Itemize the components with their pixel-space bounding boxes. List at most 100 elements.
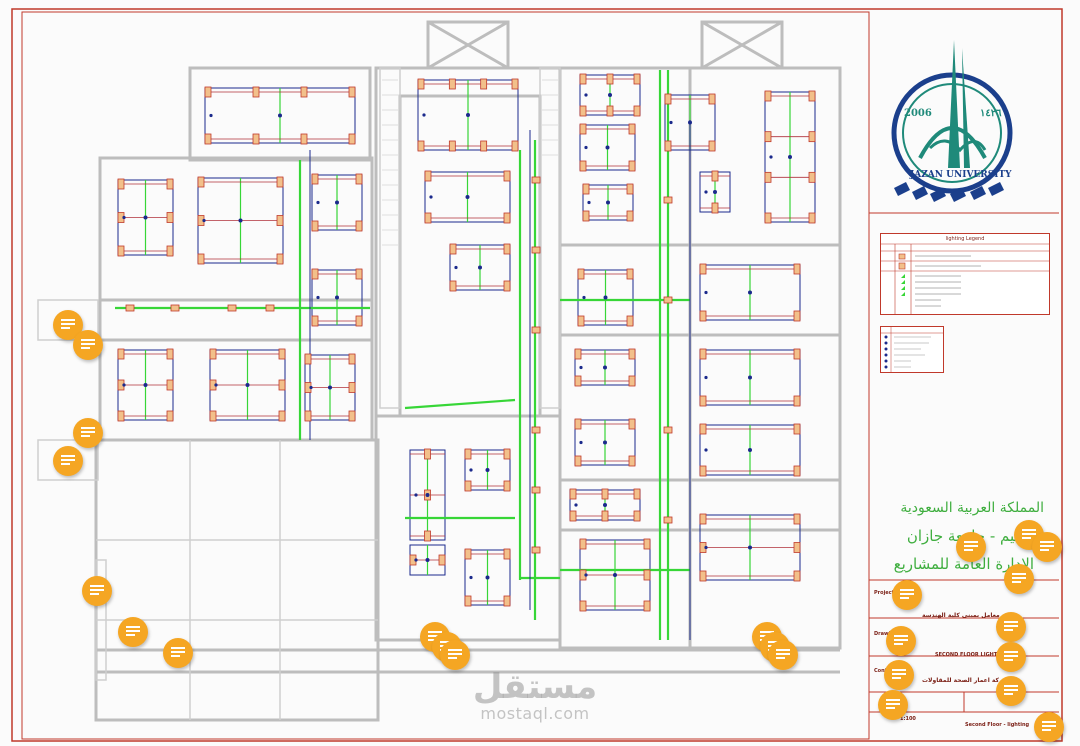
comment-pin[interactable]: [73, 330, 103, 360]
light-fixture: [633, 510, 641, 522]
junction-dot: [309, 385, 313, 390]
comment-pin[interactable]: [73, 418, 103, 448]
junction-dot: [122, 215, 126, 220]
light-fixture: [711, 202, 719, 214]
comment-pin[interactable]: [440, 640, 470, 670]
light-fixture: [626, 183, 634, 195]
junction-dot: [704, 448, 708, 452]
junction-dot: [465, 195, 470, 199]
light-fixture: [531, 426, 541, 434]
junction-dot: [469, 468, 473, 472]
comment-pin[interactable]: [878, 690, 908, 720]
light-fixture: [708, 140, 716, 152]
light-fixture: [304, 410, 312, 422]
note-lines-icon: [81, 339, 95, 349]
light-fixture: [808, 131, 816, 143]
light-fixture: [464, 480, 472, 492]
light-fixture: [808, 212, 816, 224]
note-lines-icon: [1022, 529, 1036, 539]
light-fixture: [582, 183, 590, 195]
light-fixture: [166, 178, 174, 190]
junction-dot: [579, 440, 583, 445]
junction-dot: [704, 190, 708, 194]
lighting-fixtures: [117, 73, 816, 612]
logo-year-left: 2006: [904, 108, 932, 119]
project-label: Project: [874, 590, 895, 596]
junction-dot: [748, 448, 752, 452]
light-fixture: [699, 423, 707, 435]
comment-pin[interactable]: [1034, 712, 1064, 742]
light-fixture: [276, 215, 284, 226]
note-lines-icon: [126, 626, 140, 636]
light-fixture: [628, 123, 636, 135]
light-fixture: [699, 263, 707, 275]
comment-pin[interactable]: [1004, 564, 1034, 594]
comment-pin[interactable]: [82, 576, 112, 606]
light-fixture: [699, 465, 707, 477]
light-fixture: [300, 133, 308, 145]
note-lines-icon: [776, 649, 790, 659]
junction-dot: [485, 575, 490, 580]
light-fixture: [348, 410, 356, 422]
junction-dot: [414, 493, 418, 497]
comment-pin[interactable]: [768, 640, 798, 670]
light-fixture: [278, 379, 286, 391]
junction-dot: [603, 365, 607, 370]
junction-dot: [143, 383, 148, 387]
light-fixture: [808, 171, 816, 183]
light-fixture: [170, 304, 180, 312]
comment-pin[interactable]: [996, 676, 1026, 706]
light-fixture: [764, 171, 772, 183]
light-fixture: [793, 465, 801, 477]
light-fixture: [574, 375, 582, 387]
light-fixture: [311, 173, 319, 185]
light-fixture: [166, 212, 174, 223]
light-fixture: [569, 488, 577, 500]
junction-dot: [202, 218, 206, 223]
light-fixture: [348, 382, 356, 393]
light-fixture: [503, 280, 511, 292]
junction-dot: [478, 265, 482, 270]
comment-pin[interactable]: [892, 580, 922, 610]
light-fixture: [628, 375, 636, 387]
light-fixture: [503, 448, 511, 460]
comment-pin[interactable]: [996, 612, 1026, 642]
light-fixture: [311, 268, 319, 280]
light-fixture: [503, 480, 511, 492]
sheet-title: Second Floor - lighting: [965, 722, 1030, 728]
junction-dot: [748, 290, 752, 295]
comment-pin[interactable]: [996, 642, 1026, 672]
light-fixture: [197, 253, 205, 265]
junction-dot: [704, 545, 708, 550]
comment-pin[interactable]: [956, 532, 986, 562]
light-fixture: [417, 78, 425, 90]
comment-pin[interactable]: [1032, 532, 1062, 562]
light-fixture: [626, 210, 634, 222]
light-fixture: [628, 348, 636, 360]
light-fixture: [663, 516, 673, 524]
sheet-border: [11, 8, 1063, 742]
jazan-university-logo: 2006 ١٤٢٦ JAZAN UNIVERSITY: [890, 38, 1030, 208]
note-lines-icon: [448, 649, 462, 659]
light-fixture: [480, 78, 488, 90]
comment-pin[interactable]: [118, 617, 148, 647]
junction-dot: [238, 218, 243, 223]
comment-pin[interactable]: [163, 638, 193, 668]
light-fixture: [448, 78, 456, 90]
junction-dot: [748, 375, 752, 380]
light-fixture: [448, 140, 456, 152]
light-fixture: [166, 348, 174, 360]
junction-dot: [209, 113, 213, 118]
title-arabic-line1: المملكة العربية السعودية: [900, 500, 1044, 516]
light-fixture: [699, 570, 707, 582]
light-fixture: [633, 105, 641, 117]
comment-pin[interactable]: [53, 446, 83, 476]
light-fixture: [793, 570, 801, 582]
light-fixture: [531, 176, 541, 184]
comment-pin[interactable]: [886, 626, 916, 656]
note-lines-icon: [1004, 621, 1018, 631]
light-fixture: [574, 455, 582, 467]
light-fixture: [355, 268, 363, 280]
light-fixture: [531, 246, 541, 254]
comment-pin[interactable]: [884, 660, 914, 690]
